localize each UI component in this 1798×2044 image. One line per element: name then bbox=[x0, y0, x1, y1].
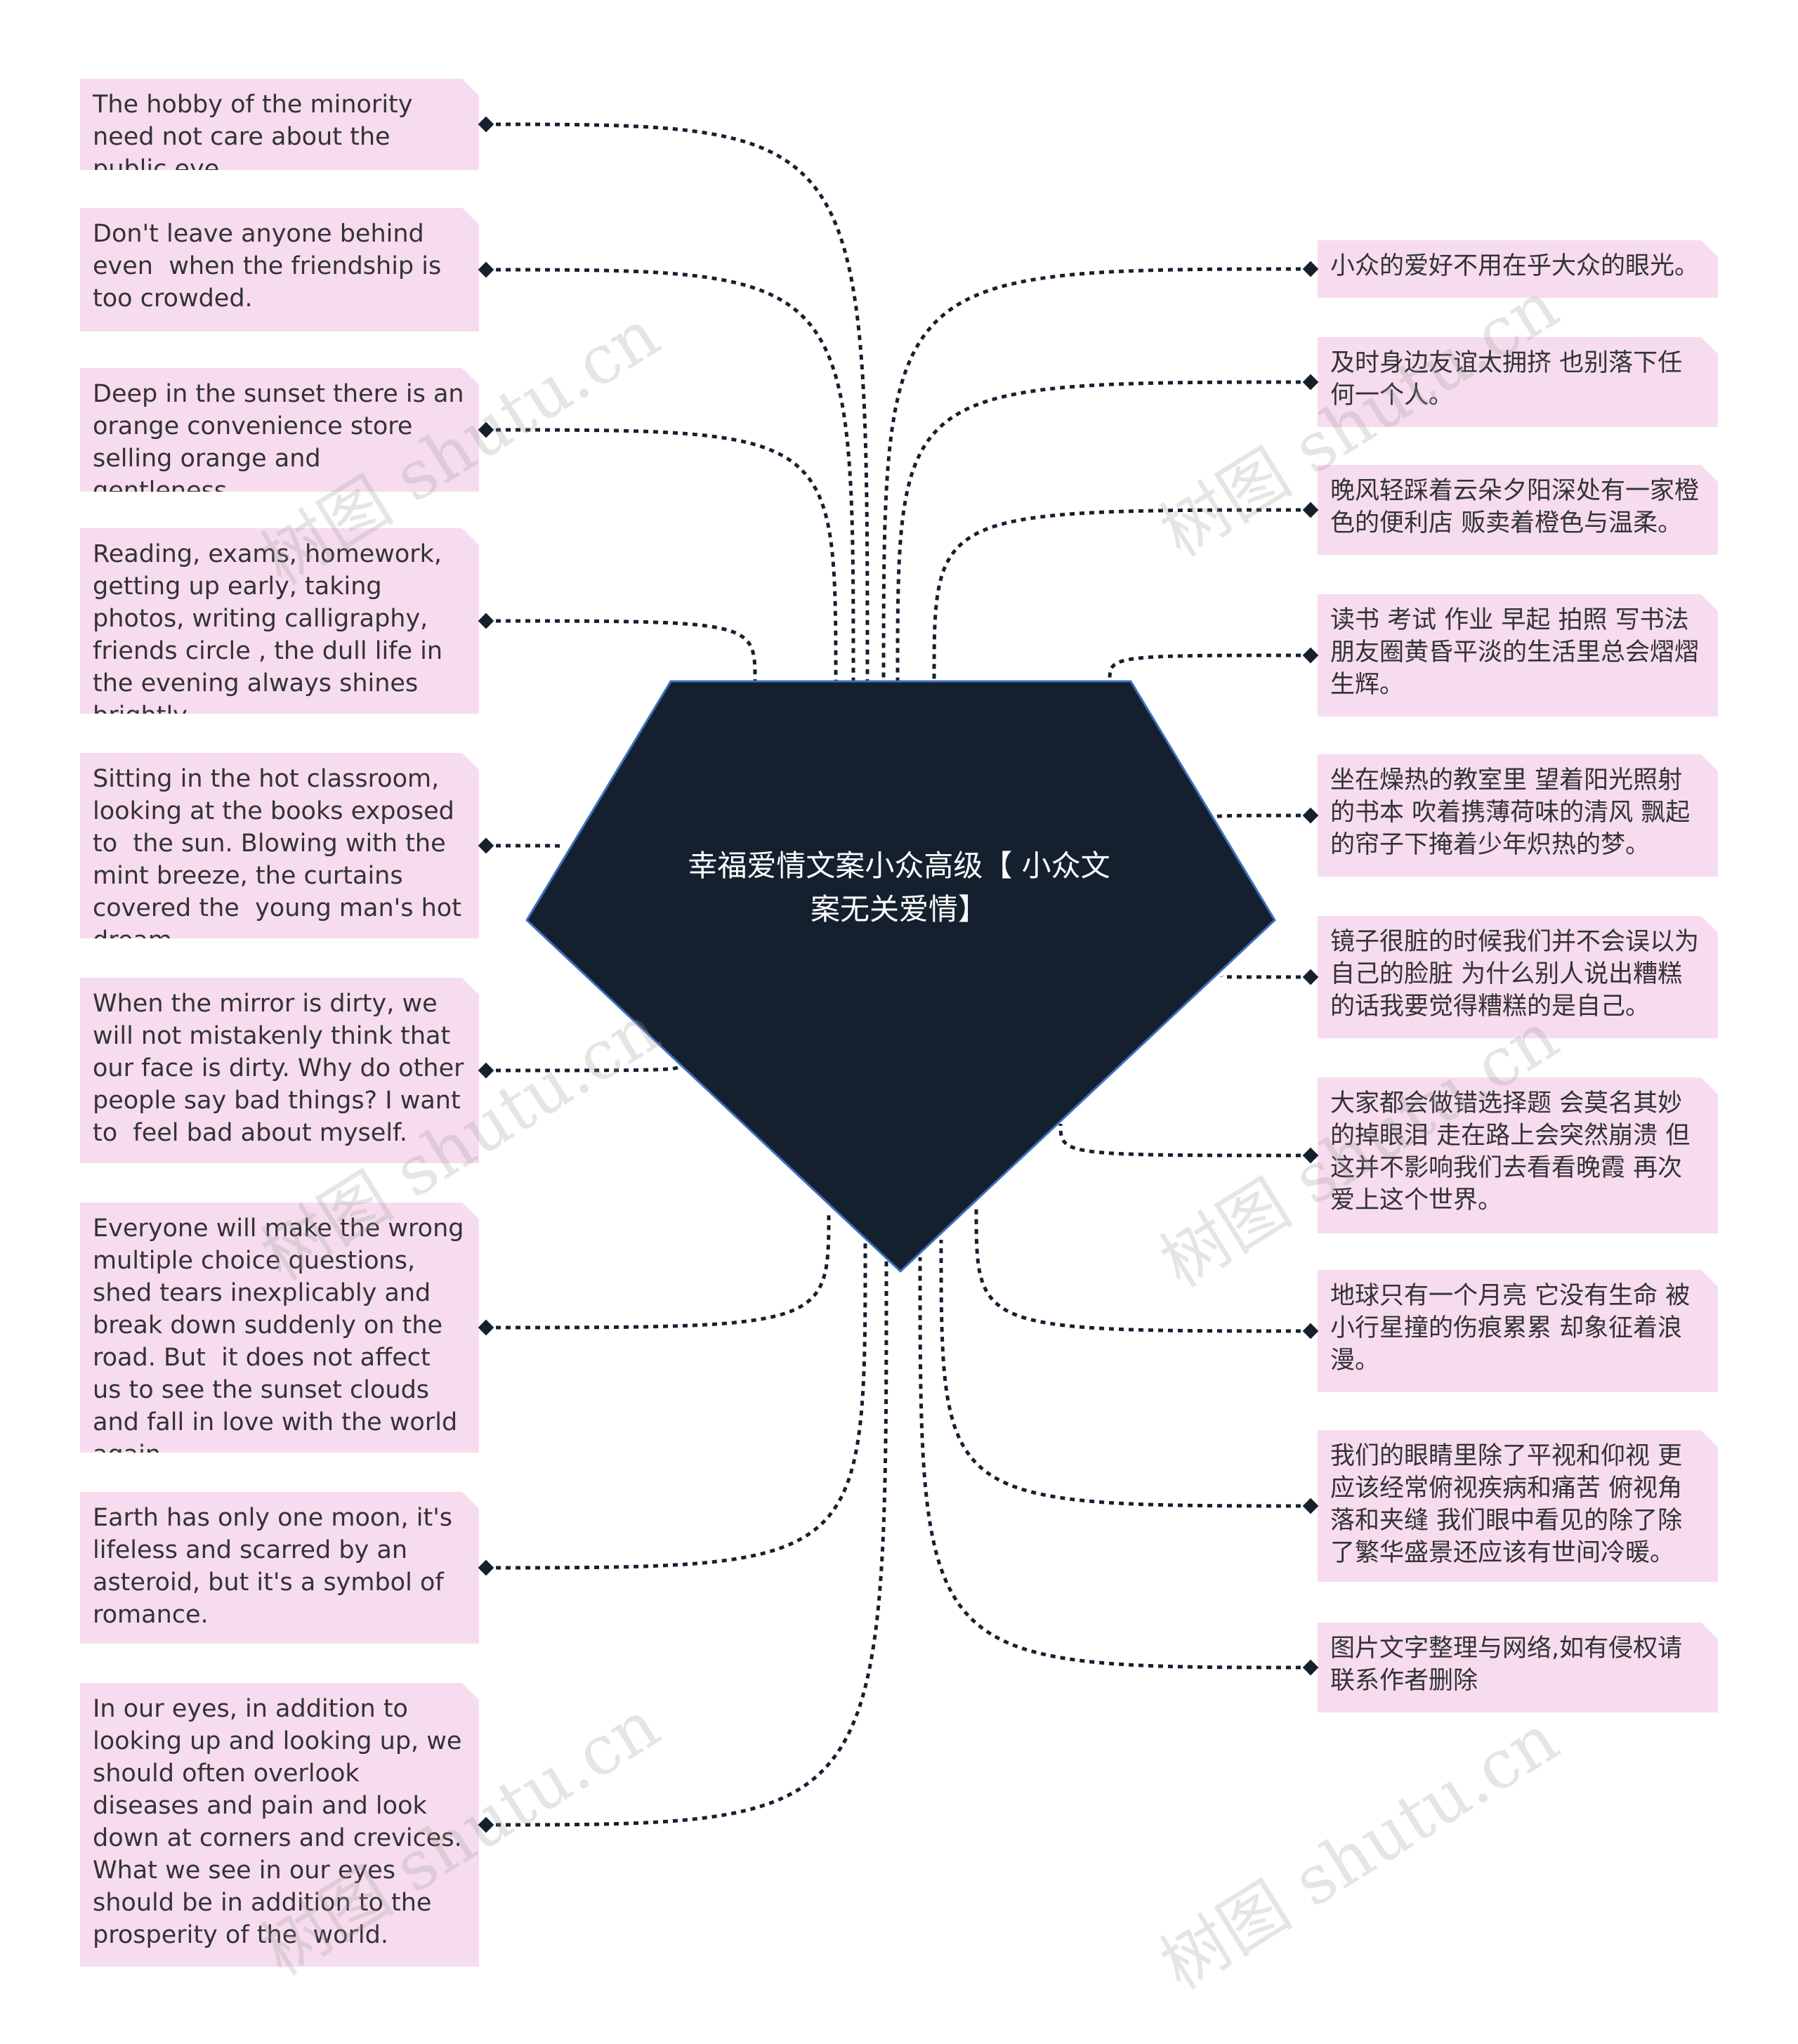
left-connector bbox=[485, 428, 838, 686]
left-branch-node[interactable]: The hobby of the minority need not care … bbox=[80, 79, 479, 170]
left-connector bbox=[485, 1243, 867, 1570]
right-connector bbox=[918, 1257, 1311, 1670]
left-connector bbox=[485, 268, 855, 683]
left-branch-node[interactable]: In our eyes, in addition to looking up a… bbox=[80, 1683, 479, 1967]
right-branch-node[interactable]: 镜子很脏的时候我们并不会误以为自己的脸脏 为什么别人说出糟糕的话我要觉得糟糕的是… bbox=[1318, 916, 1718, 1038]
left-connector bbox=[485, 1063, 682, 1073]
left-branch-node[interactable]: Don't leave anyone behind even when the … bbox=[80, 208, 479, 332]
right-branch-node[interactable]: 读书 考试 作业 早起 拍照 写书法 朋友圈黄昏平淡的生活里总会熠熠生辉。 bbox=[1318, 594, 1718, 716]
right-branch-node[interactable]: 地球只有一个月亮 它没有生命 被小行星撞的伤痕累累 却象征着浪漫。 bbox=[1318, 1270, 1718, 1392]
right-branch-node[interactable]: 小众的爱好不用在乎大众的眼光。 bbox=[1318, 240, 1718, 298]
left-branch-node[interactable]: Reading, exams, homework, getting up ear… bbox=[80, 528, 479, 714]
left-branch-node[interactable]: Sitting in the hot classroom, looking at… bbox=[80, 753, 479, 938]
left-branch-node[interactable]: Everyone will make the wrong multiple ch… bbox=[80, 1203, 479, 1453]
right-branch-node[interactable]: 大家都会做错选择题 会莫名其妙的掉眼泪 走在路上会突然崩溃 但这并不影响我们去看… bbox=[1318, 1077, 1718, 1233]
central-topic-title[interactable]: 幸福爱情文案小众高级【 小众文案无关爱情】 bbox=[688, 849, 1110, 926]
right-branch-node[interactable]: 图片文字整理与网络,如有侵权请联系作者删除 bbox=[1318, 1623, 1718, 1712]
right-connector bbox=[1058, 1123, 1311, 1158]
left-branch-node[interactable]: When the mirror is dirty, we will not mi… bbox=[80, 978, 479, 1163]
right-branch-node[interactable]: 我们的眼睛里除了平视和仰视 更应该经常俯视疾病和痛苦 俯视角落和夹缝 我们眼中看… bbox=[1318, 1430, 1718, 1582]
left-branch-node[interactable]: Deep in the sunset there is an orange co… bbox=[80, 368, 479, 492]
right-branch-node[interactable]: 及时身边友谊太拥挤 也别落下任何一个人。 bbox=[1318, 337, 1718, 427]
right-connector bbox=[974, 1207, 1311, 1333]
right-connector bbox=[939, 1239, 1311, 1508]
left-connector bbox=[485, 619, 757, 682]
right-connector bbox=[895, 380, 1311, 682]
right-connector bbox=[932, 508, 1311, 682]
left-branch-node[interactable]: Earth has only one moon, it's lifeless a… bbox=[80, 1492, 479, 1644]
right-branch-node[interactable]: 晚风轻踩着云朵夕阳深处有一家橙色的便利店 贩卖着橙色与温柔。 bbox=[1318, 465, 1718, 555]
right-branch-node[interactable]: 坐在燥热的教室里 望着阳光照射的书本 吹着携薄荷味的清风 飘起的帘子下掩着少年炽… bbox=[1318, 754, 1718, 877]
right-connector bbox=[881, 267, 1311, 683]
